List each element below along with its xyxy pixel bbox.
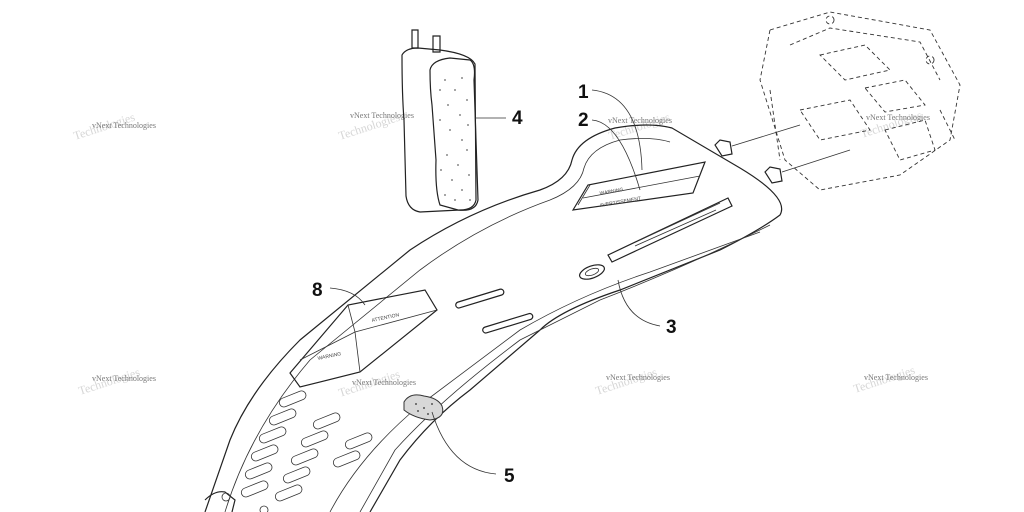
watermark-5: vNext Technologies — [92, 374, 156, 383]
callout-2: 2 — [578, 110, 589, 131]
main-body — [204, 124, 783, 512]
callouts: 1 2 4 8 3 5 — [312, 82, 677, 487]
watermarks: Technologies vNext Technologies Technolo… — [72, 108, 930, 400]
watermark-7: vNext Technologies — [606, 373, 670, 382]
callout-4: 4 — [512, 108, 523, 129]
watermark-4: vNext Technologies — [866, 113, 930, 122]
watermark-2: vNext Technologies — [350, 111, 414, 120]
watermark-8: vNext Technologies — [864, 373, 928, 382]
part-4-cover — [401, 29, 479, 213]
vent-holes — [240, 390, 373, 502]
callout-1: 1 — [578, 82, 589, 103]
decal-1-text: WARNING — [599, 187, 624, 197]
decal-3 — [579, 197, 733, 280]
watermark-3: vNext Technologies — [608, 116, 672, 125]
callout-5: 5 — [504, 466, 515, 487]
decal-8-text-2: WARNING — [317, 351, 342, 362]
leader-lines — [329, 89, 661, 475]
decal-2-text: AVERTISSEMENT — [599, 196, 641, 209]
mounting-pins — [714, 124, 851, 184]
callout-8: 8 — [312, 280, 323, 301]
engine-housing — [759, 11, 961, 191]
watermark-6: vNext Technologies — [352, 378, 416, 387]
watermark-1: vNext Technologies — [92, 121, 156, 130]
foam-texture — [439, 77, 471, 201]
decal-8: ATTENTION WARNING — [289, 289, 438, 388]
part-5-pad — [403, 394, 444, 421]
callout-3: 3 — [666, 317, 677, 338]
decal-8-text-1: ATTENTION — [371, 312, 400, 324]
